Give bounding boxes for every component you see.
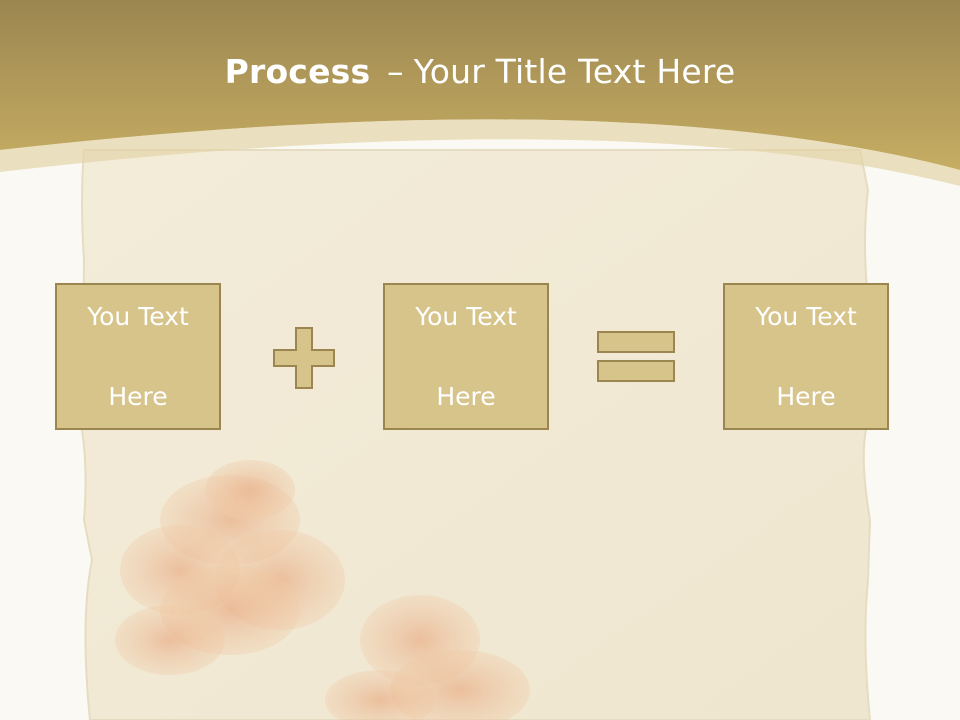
plus-icon <box>273 327 335 389</box>
header-highlight <box>0 119 960 186</box>
header-band <box>0 0 960 170</box>
process-box-3[interactable]: You Text Here <box>723 283 889 430</box>
box-1-line-1: You Text <box>87 301 189 331</box>
title-separator: – <box>387 52 404 91</box>
equals-icon <box>597 331 675 382</box>
slide-title: Process –Your Title Text Here <box>0 52 960 91</box>
box-3-line-2: Here <box>776 381 836 411</box>
box-3-line-1: You Text <box>755 301 857 331</box>
process-box-1[interactable]: You Text Here <box>55 283 221 430</box>
title-bold: Process <box>224 52 371 91</box>
title-rest: Your Title Text Here <box>413 52 736 91</box>
box-1-line-2: Here <box>108 381 168 411</box>
process-box-2[interactable]: You Text Here <box>383 283 549 430</box>
flower-decoration <box>115 460 530 720</box>
box-2-line-1: You Text <box>415 301 517 331</box>
box-2-line-2: Here <box>436 381 496 411</box>
